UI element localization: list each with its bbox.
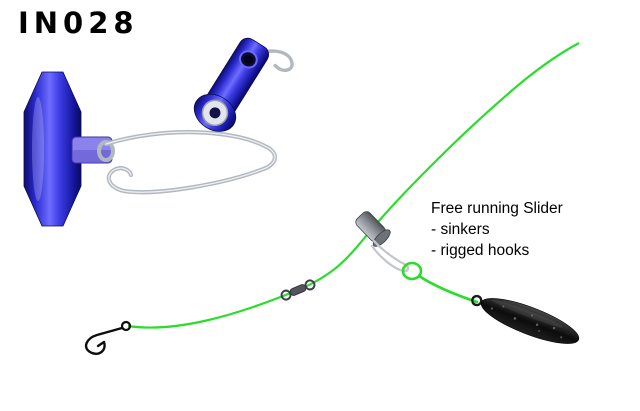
slider-product-photo — [23, 71, 277, 227]
slider-snap-wire — [370, 239, 410, 273]
hook-eye — [120, 320, 132, 332]
sinker-body — [480, 298, 580, 344]
line-slider-flange — [372, 229, 391, 247]
annotation-heading: Free running Slider — [431, 200, 563, 217]
snap-clip-wire — [103, 130, 277, 195]
slider-product-angled — [193, 37, 294, 132]
slider-body — [23, 71, 82, 227]
snap-clip-wire-highlight — [105, 131, 276, 193]
swivel-loop-right — [304, 279, 316, 291]
angled-wire-clip — [252, 49, 294, 72]
rigged-hook-loop — [401, 261, 423, 281]
grommet-hole — [209, 107, 221, 119]
annotation-item-sinkers: - sinkers — [431, 221, 490, 238]
line-slider — [355, 211, 391, 247]
sinker-speckles — [490, 305, 563, 339]
sinker-eye — [471, 294, 483, 307]
annotation: Free running Slider - sinkers - rigged h… — [431, 198, 563, 261]
eyelet-hole-center — [244, 55, 253, 64]
fishing-hook — [84, 326, 124, 355]
sinker-highlight — [491, 299, 563, 328]
sinker — [471, 294, 580, 344]
annotation-item-rigged-hooks: - rigged hooks — [431, 242, 530, 259]
swivel-barrel — [289, 284, 307, 296]
rig-diagram — [84, 42, 580, 355]
barrel-swivel — [280, 279, 316, 301]
leader-line — [417, 274, 479, 304]
product-code: IN028 — [18, 6, 139, 40]
slider-body-highlight — [32, 97, 44, 201]
